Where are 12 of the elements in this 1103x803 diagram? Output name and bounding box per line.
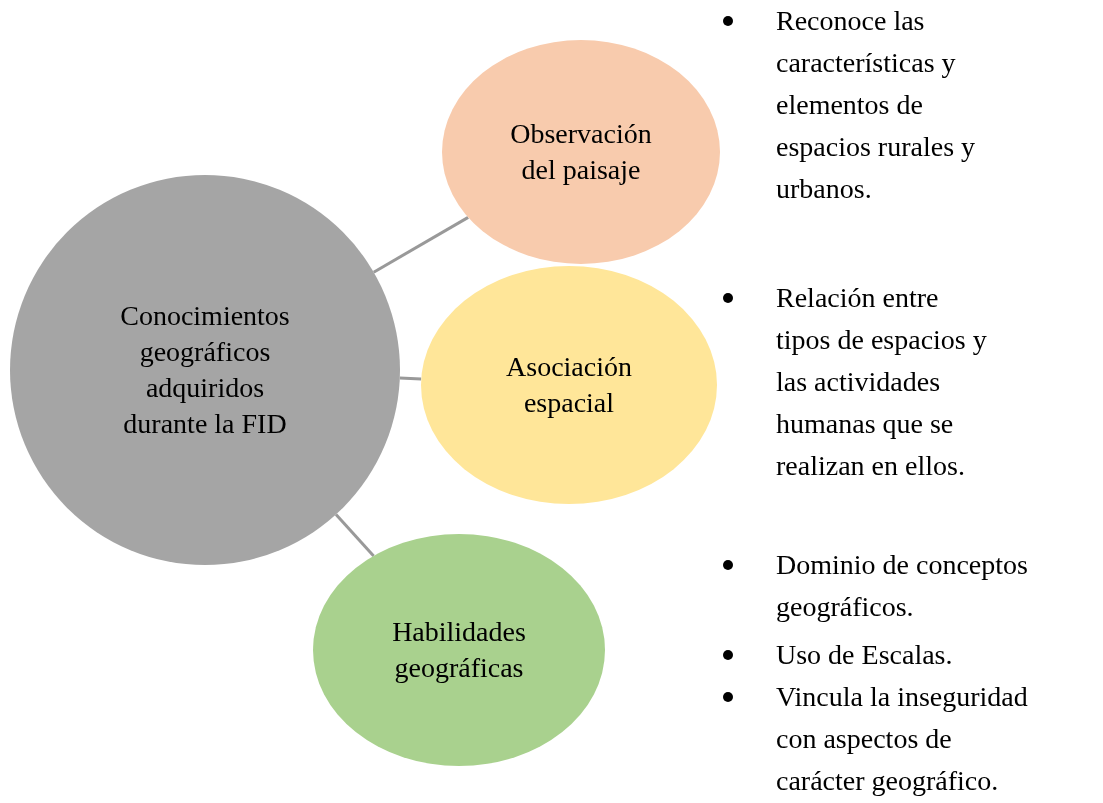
connector-line bbox=[372, 216, 469, 274]
topic-text: Habilidades geográficas bbox=[391, 615, 527, 685]
connector-line bbox=[399, 376, 422, 381]
bullet-text: Reconoce las características y elementos de espacios rurales y urbanos. bbox=[776, 4, 977, 206]
bullet-text: Vincula la inseguridad con aspectos de carácter geográfico. bbox=[776, 680, 1029, 798]
connector-line bbox=[334, 513, 375, 557]
bullet-text: Dominio de conceptos geográficos. bbox=[776, 548, 1029, 624]
topic-text: Observación del paisaje bbox=[509, 117, 653, 187]
topic-text: Asociación espacial bbox=[505, 350, 633, 420]
bullet-text: Uso de Escalas. bbox=[776, 638, 954, 672]
bullet-text: Relación entre tipos de espacios y las actividades humanas que se realizan en ellos. bbox=[776, 281, 988, 483]
topic-text: Conocimientos geográficos adquiridos durante la FID bbox=[119, 299, 291, 441]
